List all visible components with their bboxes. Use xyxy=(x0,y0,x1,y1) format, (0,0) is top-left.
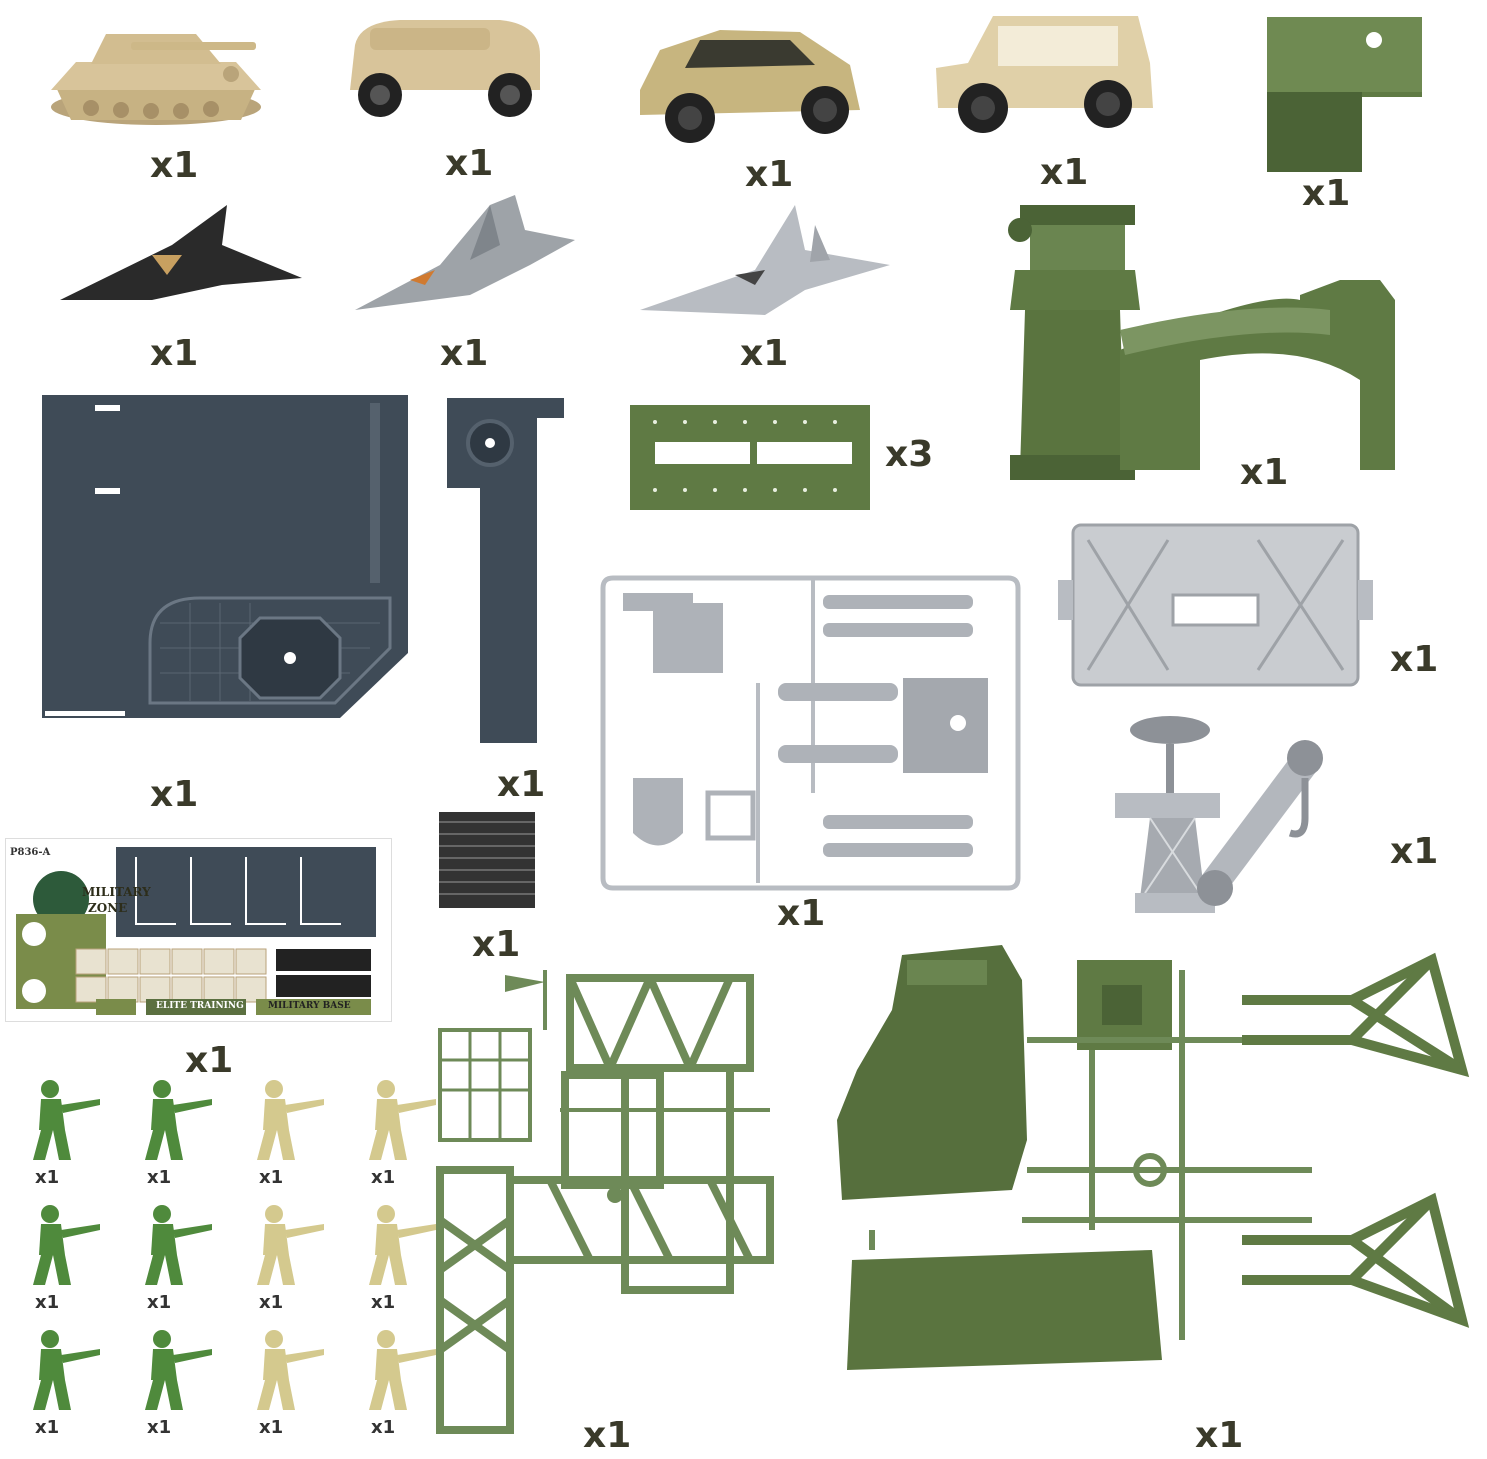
soldier-qty: x1 xyxy=(147,1417,172,1438)
green-frame-sprue xyxy=(430,970,780,1440)
pillar-qty: x1 xyxy=(497,764,546,805)
coil xyxy=(437,810,537,910)
jeep-qty: x1 xyxy=(1040,152,1089,193)
green-box-qty: x1 xyxy=(1302,173,1351,214)
sticker-code: P836-A xyxy=(10,847,51,858)
soldier-icon xyxy=(145,1205,212,1285)
soldier-figure: x1 xyxy=(229,1325,329,1445)
soldier-icon xyxy=(145,1330,212,1410)
soldier-qty: x1 xyxy=(35,1292,60,1313)
soldier-qty: x1 xyxy=(371,1167,396,1188)
soldier-icon xyxy=(33,1205,100,1285)
soldier-qty: x1 xyxy=(371,1417,396,1438)
soldier-figure: x1 xyxy=(341,1325,441,1445)
armored-car-toy xyxy=(340,10,550,125)
watchtower-gate xyxy=(1000,200,1440,485)
soldier-icon xyxy=(369,1205,436,1285)
jeep-toy xyxy=(928,8,1163,148)
soldier-qty: x1 xyxy=(147,1292,172,1313)
soldier-icon xyxy=(33,1330,100,1410)
soldier-figure: x1 xyxy=(117,1200,217,1320)
stealth-jet-icon xyxy=(60,205,302,300)
soldier-figure: x1 xyxy=(229,1075,329,1195)
soldier-icon xyxy=(369,1330,436,1410)
radar-crane xyxy=(1105,708,1345,933)
soldier-qty: x1 xyxy=(35,1167,60,1188)
coil-qty: x1 xyxy=(472,924,521,965)
suv-qty: x1 xyxy=(745,154,794,195)
green-frame-qty: x1 xyxy=(583,1415,632,1456)
silver-frame-qty: x1 xyxy=(1390,639,1439,680)
silver-frame xyxy=(1058,520,1373,690)
jeep-icon xyxy=(936,16,1153,133)
armored-car-icon xyxy=(350,20,540,117)
soldier-figure: x1 xyxy=(117,1075,217,1195)
fighter-jet-qty: x1 xyxy=(440,333,489,374)
soldier-figure: x1 xyxy=(5,1200,105,1320)
silver-jet-toy xyxy=(635,200,900,320)
soldier-icon xyxy=(257,1330,324,1410)
fighter-jet-2-icon xyxy=(640,205,890,315)
fighter-jet-toy xyxy=(350,185,580,320)
armored-car-qty: x1 xyxy=(445,143,494,184)
soldier-figure: x1 xyxy=(341,1075,441,1195)
gun-sprue-qty: x1 xyxy=(777,893,826,934)
stealth-jet-toy xyxy=(52,200,307,310)
soldier-icon xyxy=(33,1080,100,1160)
base-plate xyxy=(40,393,410,723)
stealth-jet-qty: x1 xyxy=(150,333,199,374)
base-plate-qty: x1 xyxy=(150,774,199,815)
soldier-icon xyxy=(145,1080,212,1160)
suv-toy xyxy=(630,10,870,150)
sticker-badge-elite: ELITE TRAINING xyxy=(156,1001,244,1011)
soldier-figure: x1 xyxy=(341,1200,441,1320)
soldier-qty: x1 xyxy=(259,1417,284,1438)
soldier-qty: x1 xyxy=(259,1167,284,1188)
ramp-qty: x3 xyxy=(885,434,934,475)
soldier-qty: x1 xyxy=(35,1417,60,1438)
fighter-jet-icon xyxy=(355,195,575,310)
soldier-figure: x1 xyxy=(229,1200,329,1320)
gun-sprue xyxy=(598,573,1023,893)
soldier-qty: x1 xyxy=(259,1292,284,1313)
soldier-icon xyxy=(257,1205,324,1285)
soldier-grid: x1 x1 x1 x1 x1 x1 x1 x1 x1 x1 x1 x1 xyxy=(5,1075,436,1455)
sticker-sheet-qty: x1 xyxy=(185,1040,234,1081)
soldier-figure: x1 xyxy=(5,1075,105,1195)
soldier-icon xyxy=(369,1080,436,1160)
sticker-badge-base: MILITARY BASE xyxy=(268,1001,351,1011)
tank-qty: x1 xyxy=(150,145,199,186)
pillar xyxy=(442,393,567,748)
radar-crane-qty: x1 xyxy=(1390,831,1439,872)
green-bunker-box xyxy=(1262,12,1427,177)
soldier-qty: x1 xyxy=(371,1292,396,1313)
suv-icon xyxy=(640,30,860,143)
sticker-logo-line1: MILITARY xyxy=(82,885,151,899)
tank-toy xyxy=(36,12,276,132)
bunker-sprue xyxy=(832,940,1477,1380)
soldier-figure: x1 xyxy=(117,1325,217,1445)
soldier-qty: x1 xyxy=(147,1167,172,1188)
ramp-piece xyxy=(625,400,875,515)
silver-jet-qty: x1 xyxy=(740,333,789,374)
bunker-sprue-qty: x1 xyxy=(1195,1415,1244,1456)
sticker-sheet: P836-A MILITARY ZONE ELITE TRAINING MILI… xyxy=(5,838,392,1022)
soldier-figure: x1 xyxy=(5,1325,105,1445)
soldier-icon xyxy=(257,1080,324,1160)
sticker-logo-line2: ZONE xyxy=(88,901,128,915)
tank-icon xyxy=(51,34,261,125)
tower-gate-qty: x1 xyxy=(1240,452,1289,493)
